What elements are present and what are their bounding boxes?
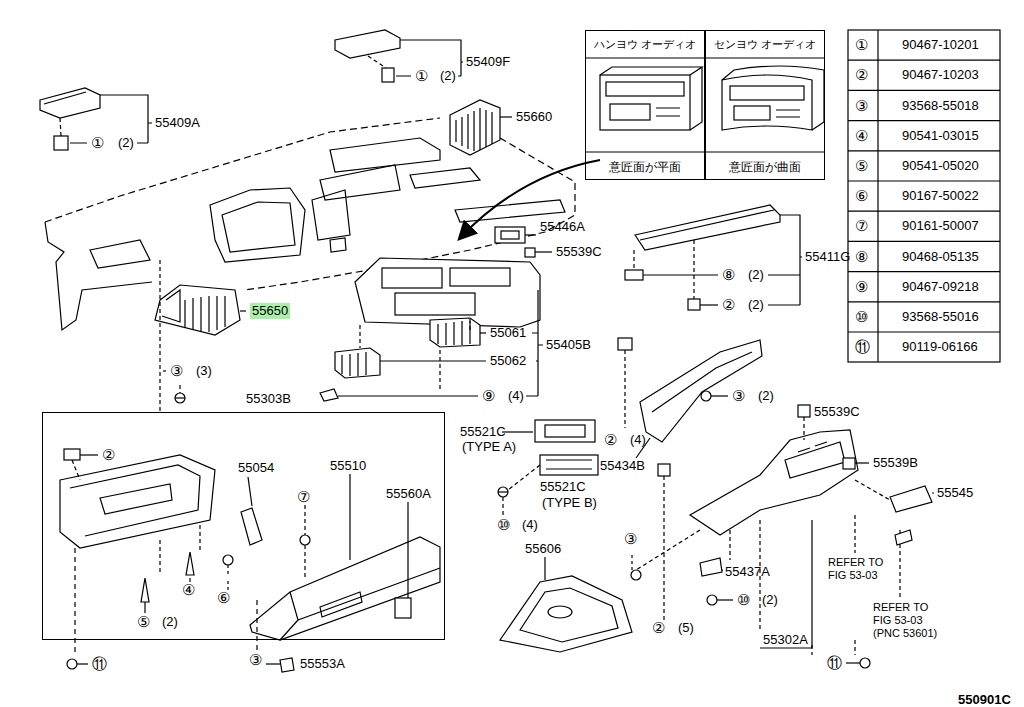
callout-number: ① bbox=[91, 135, 104, 151]
part-label: 55560A bbox=[386, 486, 431, 502]
table-cell: ⑦ bbox=[855, 218, 868, 234]
table-cell: ⑪ bbox=[855, 339, 870, 355]
part-label: 55539B bbox=[873, 455, 918, 471]
part-label: 550901C bbox=[958, 692, 1011, 707]
table-cell: ⑤ bbox=[855, 158, 868, 174]
part-label: 55446A bbox=[540, 219, 585, 235]
table-cell: 90467-09218 bbox=[902, 279, 979, 295]
part-label: 55521C bbox=[540, 479, 586, 495]
table-cell: 90161-50007 bbox=[902, 218, 979, 234]
callout-number: ⑦ bbox=[297, 489, 310, 505]
node-caption: 意匠面が平面 bbox=[609, 159, 681, 176]
part-label: (TYPE B) bbox=[542, 495, 597, 511]
part-label: 55302A bbox=[763, 632, 808, 648]
part-label: FIG 53-03 bbox=[828, 567, 878, 583]
part-label: 55521C bbox=[460, 424, 506, 440]
table-cell: ② bbox=[855, 67, 868, 83]
part-label: (2) bbox=[162, 614, 178, 630]
table-cell: 93568-55018 bbox=[902, 98, 979, 114]
part-label: (4) bbox=[522, 517, 538, 533]
callout-number: ⑪ bbox=[827, 655, 842, 671]
part-label: (3) bbox=[196, 363, 212, 379]
part-label: FIG 53-03 bbox=[873, 612, 923, 628]
part-label: 55437A bbox=[725, 564, 770, 580]
callout-number: ② bbox=[102, 447, 115, 463]
callout-number: ⑤ bbox=[137, 614, 150, 630]
node-heading: センヨウ オーディオ bbox=[714, 37, 816, 52]
callout-number: ⑥ bbox=[217, 590, 230, 606]
callout-number: ③ bbox=[170, 363, 183, 379]
callout-number: ② bbox=[722, 297, 735, 313]
part-label: 55409F bbox=[466, 54, 510, 70]
audio-cell: センヨウ オーディオ意匠面が曲面 bbox=[705, 30, 825, 180]
table-cell: ③ bbox=[855, 98, 868, 114]
table-cell: ⑩ bbox=[855, 309, 868, 325]
table-cell: ⑨ bbox=[855, 279, 868, 295]
part-label: 55606 bbox=[525, 541, 561, 557]
part-label: 55539C bbox=[814, 404, 860, 420]
callout-number: ③ bbox=[624, 531, 637, 547]
part-label: (2) bbox=[118, 135, 134, 151]
table-cell: 90167-50022 bbox=[902, 188, 979, 204]
part-label: 55650 bbox=[250, 303, 290, 319]
table-cell: 90468-05135 bbox=[902, 249, 979, 265]
callout-number: ⑨ bbox=[482, 388, 495, 404]
part-label: 55061 bbox=[490, 325, 526, 341]
part-label: (PNC 53601) bbox=[873, 625, 937, 641]
part-label: (5) bbox=[678, 620, 694, 636]
table-cell: ① bbox=[855, 37, 868, 53]
audio-cell: ハンヨウ オーディオ意匠面が平面 bbox=[585, 30, 705, 180]
part-label: (2) bbox=[748, 297, 764, 313]
callout-number: ③ bbox=[732, 388, 745, 404]
callout-number: ① bbox=[415, 68, 428, 84]
table-cell: 90119-06166 bbox=[902, 339, 978, 355]
node-caption: 意匠面が曲面 bbox=[729, 159, 801, 176]
node-heading: ハンヨウ オーディオ bbox=[594, 37, 696, 52]
table-cell: ⑥ bbox=[855, 188, 868, 204]
part-label: (2) bbox=[440, 68, 456, 84]
callout-number: ② bbox=[652, 620, 665, 636]
part-label: 55553A bbox=[300, 656, 345, 672]
part-label: 55411G bbox=[805, 249, 850, 265]
table-cell: ④ bbox=[855, 128, 868, 144]
callout-number: ⑪ bbox=[92, 656, 107, 672]
table-cell: 90467-10201 bbox=[902, 37, 979, 53]
part-label: 55062 bbox=[490, 353, 526, 369]
table-cell: 93568-55016 bbox=[902, 309, 979, 325]
table-cell: 90541-03015 bbox=[902, 128, 979, 144]
part-label: 55409A bbox=[155, 115, 200, 131]
assembly-box: 55303B bbox=[42, 412, 445, 640]
part-label: (2) bbox=[762, 592, 778, 608]
part-label: 55434B bbox=[600, 458, 645, 474]
callout-number: ⑩ bbox=[497, 517, 510, 533]
callout-number: ⑩ bbox=[737, 592, 750, 608]
part-label: 55510 bbox=[330, 458, 366, 474]
part-label: (4) bbox=[630, 432, 646, 448]
part-label: 55054 bbox=[238, 460, 274, 476]
part-label: REFER TO bbox=[873, 599, 928, 615]
table-cell: 90467-10203 bbox=[902, 67, 979, 83]
part-label: 55660 bbox=[516, 109, 552, 125]
part-label: 55405B bbox=[546, 337, 591, 353]
part-label: (2) bbox=[758, 388, 774, 404]
table-cell: ⑧ bbox=[855, 249, 868, 265]
part-label: (4) bbox=[508, 388, 524, 404]
part-label: (2) bbox=[748, 267, 764, 283]
callout-number: ③ bbox=[249, 652, 262, 668]
part-label: 55545 bbox=[937, 485, 973, 501]
node-heading: 55303B bbox=[246, 391, 291, 406]
callout-number: ② bbox=[604, 432, 617, 448]
callout-number: ⑧ bbox=[722, 267, 735, 283]
part-label: (TYPE A) bbox=[462, 439, 516, 455]
part-label: REFER TO bbox=[828, 554, 883, 570]
callout-number: ④ bbox=[182, 582, 195, 598]
table-cell: 90541-05020 bbox=[902, 158, 979, 174]
part-label: 55539C bbox=[556, 244, 602, 260]
